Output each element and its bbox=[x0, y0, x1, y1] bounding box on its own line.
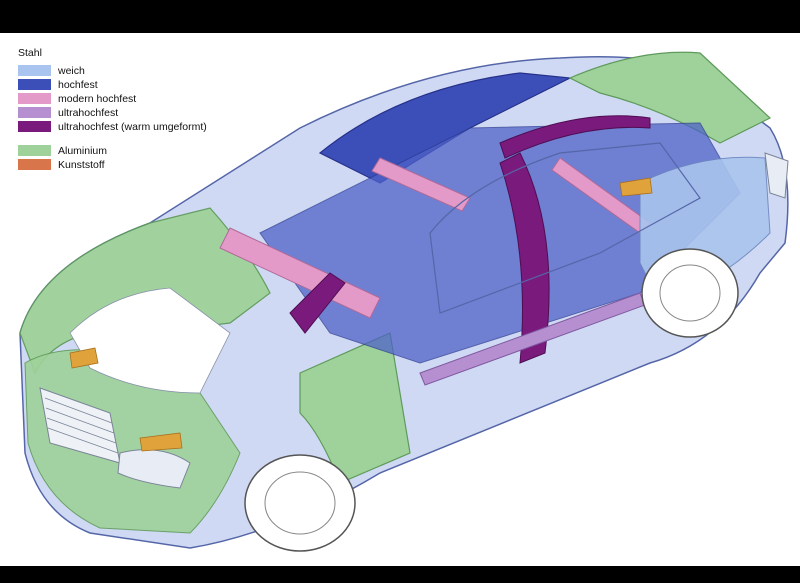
legend-swatch bbox=[18, 145, 51, 156]
legend-item: weich bbox=[18, 64, 207, 77]
legend-label: hochfest bbox=[58, 78, 98, 91]
legend-item: ultrahochfest (warm umgeformt) bbox=[18, 120, 207, 133]
legend-swatch bbox=[18, 121, 51, 132]
front-wheel-rim bbox=[264, 471, 336, 535]
trunk-lid-aluminium bbox=[568, 51, 772, 144]
legend-label: ultrahochfest (warm umgeformt) bbox=[58, 120, 207, 133]
legend-swatch bbox=[18, 79, 51, 90]
legend-swatch bbox=[18, 93, 51, 104]
rear-wheel bbox=[641, 248, 739, 338]
legend-label: Aluminium bbox=[58, 144, 108, 157]
plastic-part-front bbox=[69, 347, 99, 369]
car-body-illustration bbox=[19, 51, 789, 552]
roof bbox=[318, 72, 573, 184]
legend-label: Kunststoff bbox=[58, 158, 105, 171]
engine-bay bbox=[69, 287, 231, 394]
legend-item: hochfest bbox=[18, 78, 207, 91]
front-end bbox=[24, 349, 241, 534]
front-wheel bbox=[244, 454, 356, 552]
legend-label: weich bbox=[58, 64, 85, 77]
legend-item: Kunststoff bbox=[18, 158, 207, 171]
roof-rail-hot-formed bbox=[499, 115, 651, 159]
cross-beam-roof-front bbox=[371, 157, 471, 212]
legend-swatch bbox=[18, 159, 51, 170]
rear-wheel-rim bbox=[659, 264, 721, 322]
taillight bbox=[764, 152, 789, 199]
legend-title: Stahl bbox=[18, 47, 42, 59]
side-windows bbox=[429, 142, 701, 314]
legend-label: ultrahochfest bbox=[58, 106, 119, 119]
plastic-part-engine bbox=[139, 432, 183, 452]
front-fender-aluminium bbox=[299, 332, 411, 484]
plastic-part-rear bbox=[619, 177, 653, 197]
legend-item: Aluminium bbox=[18, 144, 207, 157]
legend-item: modern hochfest bbox=[18, 92, 207, 105]
b-pillar-hot-formed bbox=[499, 152, 550, 364]
legend-label: modern hochfest bbox=[58, 92, 137, 105]
a-pillar-hot-formed bbox=[289, 272, 346, 334]
legend-swatch bbox=[18, 107, 51, 118]
letterbox-top bbox=[0, 0, 800, 33]
legend-item: ultrahochfest bbox=[18, 106, 207, 119]
legend-swatch bbox=[18, 65, 51, 76]
letterbox-bottom bbox=[0, 566, 800, 583]
